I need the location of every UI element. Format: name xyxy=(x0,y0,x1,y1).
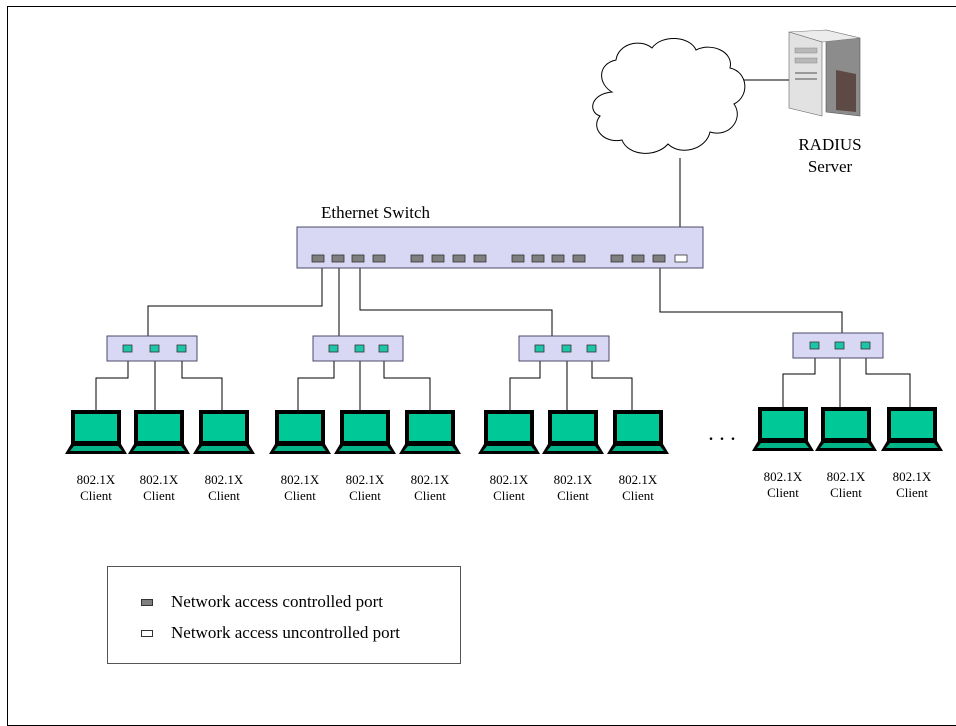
hub-port xyxy=(561,344,572,353)
laptop-icon xyxy=(542,410,604,454)
hub3-client1-link xyxy=(509,352,541,410)
switch-hub1-link xyxy=(147,262,323,336)
switch-ports xyxy=(311,254,666,263)
hub4-client1-link xyxy=(782,349,816,407)
hub-port xyxy=(809,341,820,350)
laptop-icon xyxy=(399,410,461,454)
controlled-port xyxy=(511,254,525,263)
switch-hub4-link xyxy=(659,262,843,333)
hub-port xyxy=(860,341,871,350)
connection-lines xyxy=(95,79,911,410)
laptop-icon xyxy=(128,410,190,454)
hub3-client3-link xyxy=(591,352,633,410)
laptop-icon xyxy=(815,407,877,451)
laptop-icon xyxy=(478,410,540,454)
hub1-client3-link xyxy=(181,352,223,410)
legend-uncontrolled-label: Network access uncontrolled port xyxy=(171,623,400,642)
controlled-port xyxy=(311,254,325,263)
network-cloud-icon xyxy=(592,38,746,154)
radius-label-line1: RADIUS xyxy=(798,135,861,154)
more-clients-ellipsis: . . . xyxy=(708,420,736,445)
hub-port xyxy=(378,344,389,353)
switch-hub3-link xyxy=(359,262,553,336)
controlled-port xyxy=(410,254,424,263)
clients-group-3 xyxy=(478,410,669,454)
switch-label: Ethernet Switch xyxy=(321,203,431,222)
controlled-port xyxy=(652,254,666,263)
laptop-icon xyxy=(752,407,814,451)
legend-row-uncontrolled: Network access uncontrolled port xyxy=(108,622,400,644)
uncontrolled-port xyxy=(674,254,688,263)
clients-group-4 xyxy=(752,407,943,451)
controlled-port xyxy=(331,254,345,263)
hub1-client1-link xyxy=(95,352,129,410)
laptop-icon xyxy=(269,410,331,454)
clients-group-1 xyxy=(65,410,255,454)
hub-port xyxy=(328,344,339,353)
hub2-client1-link xyxy=(297,352,335,410)
ethernet-switch xyxy=(296,226,704,269)
controlled-port xyxy=(631,254,645,263)
clients-group-2 xyxy=(269,410,461,454)
hub-port xyxy=(176,344,187,353)
controlled-port xyxy=(551,254,565,263)
controlled-port xyxy=(351,254,365,263)
laptop-icon xyxy=(607,410,669,454)
laptop-icon xyxy=(334,410,396,454)
uncontrolled-port-swatch xyxy=(141,629,153,637)
hub-2 xyxy=(312,335,404,362)
laptop-icon xyxy=(193,410,255,454)
controlled-port xyxy=(610,254,624,263)
hub-port xyxy=(834,341,845,350)
controlled-port xyxy=(572,254,586,263)
hub-4 xyxy=(792,332,884,359)
legend-row-controlled: Network access controlled port xyxy=(108,591,383,613)
controlled-port xyxy=(473,254,487,263)
radius-label-line2: Server xyxy=(808,157,853,176)
hub-port xyxy=(354,344,365,353)
hub-port xyxy=(586,344,597,353)
controlled-port xyxy=(431,254,445,263)
laptop-icon xyxy=(881,407,943,451)
hub-port xyxy=(534,344,545,353)
hub-3 xyxy=(518,335,610,362)
controlled-port xyxy=(372,254,386,263)
radius-server-icon xyxy=(788,29,861,117)
laptop-icon xyxy=(65,410,127,454)
legend-controlled-label: Network access controlled port xyxy=(171,592,383,611)
hub-port xyxy=(122,344,133,353)
legend: Network access controlled port Network a… xyxy=(107,566,461,664)
hub-1 xyxy=(106,335,198,362)
hub-port xyxy=(149,344,160,353)
controlled-port xyxy=(452,254,466,263)
controlled-port-swatch xyxy=(141,598,153,606)
hub2-client3-link xyxy=(383,352,431,410)
controlled-port xyxy=(531,254,545,263)
hub4-client3-link xyxy=(865,349,911,407)
